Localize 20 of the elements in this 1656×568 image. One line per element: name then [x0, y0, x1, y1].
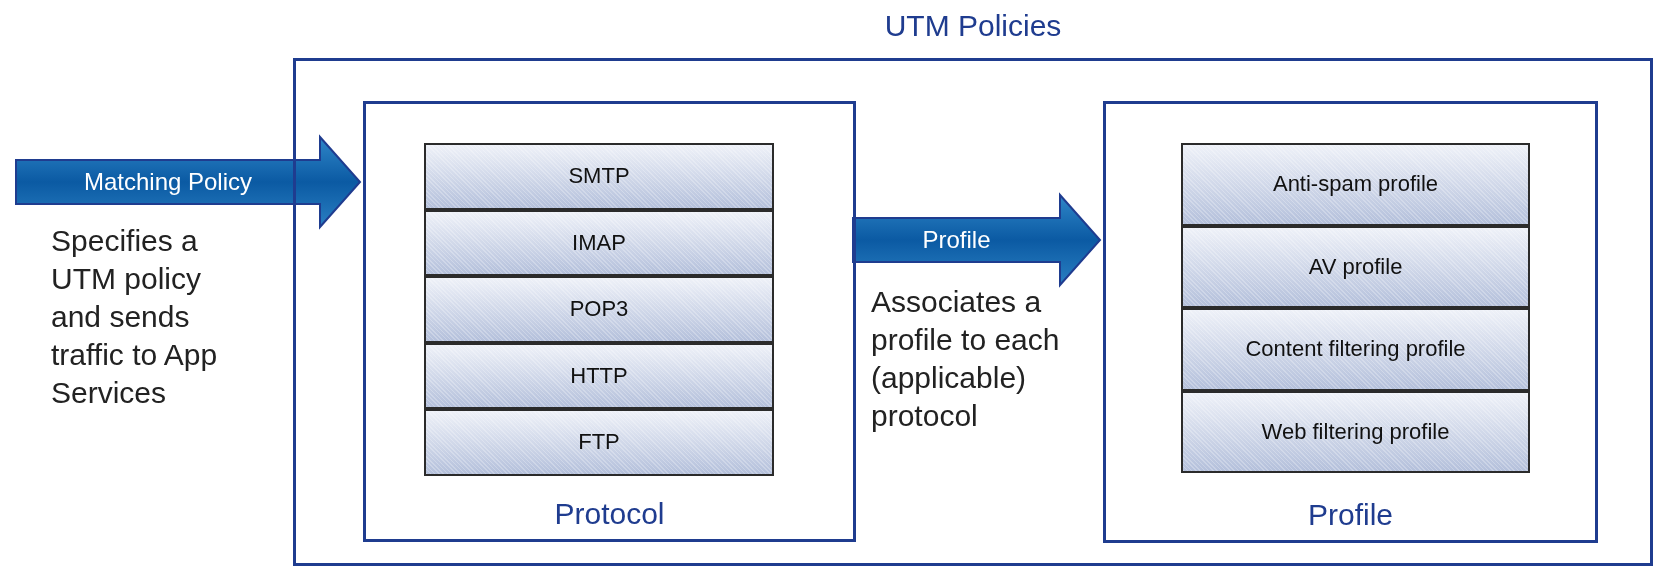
- protocol-row: Web filtering profile: [1181, 390, 1530, 473]
- group-title: Profile: [1306, 498, 1394, 532]
- protocol-row: AV profile: [1181, 225, 1530, 308]
- protocol-row: FTP: [424, 409, 774, 476]
- group-title: Protocol: [553, 497, 666, 531]
- note-text: Specifies a UTM policy and sends traffic to App Services: [51, 223, 219, 411]
- block-arrow: [15, 134, 362, 230]
- block-arrow: [852, 192, 1102, 288]
- note-text: Associates a profile to each (applicable) protocol: [871, 284, 1061, 434]
- protocol-row: Content filtering profile: [1181, 308, 1530, 391]
- protocol-row: Anti-spam profile: [1181, 143, 1530, 226]
- group-frame: [363, 101, 856, 542]
- group-title: UTM Policies: [883, 9, 1063, 43]
- protocol-row: SMTP: [424, 143, 774, 210]
- group-frame: [1103, 101, 1598, 543]
- edge-label: Profile: [922, 226, 991, 254]
- protocol-row: POP3: [424, 276, 774, 343]
- protocol-row: HTTP: [424, 342, 774, 409]
- protocol-row: IMAP: [424, 209, 774, 276]
- edge-label: Matching Policy: [83, 168, 253, 196]
